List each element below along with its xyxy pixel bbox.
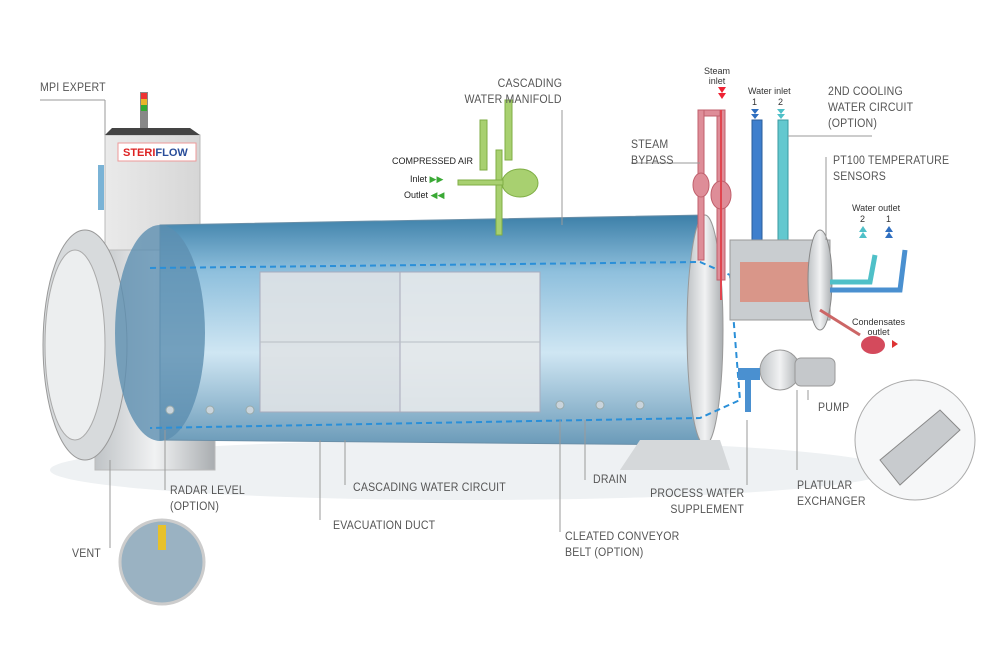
- label-cooling-3: (OPTION): [828, 118, 878, 130]
- label-evacuation-duct: EVACUATION DUCT: [333, 520, 436, 532]
- label-pump: PUMP: [818, 402, 850, 414]
- pump: [738, 349, 836, 412]
- steam-inlet-line1: Steam: [704, 66, 731, 76]
- condensates-line2: outlet: [867, 327, 890, 337]
- air-inlet-text: Inlet: [410, 174, 428, 184]
- steam-inlet-line2: inlet: [708, 76, 726, 86]
- label-process-2: SUPPLEMENT: [670, 504, 744, 516]
- support-leg: [620, 440, 730, 470]
- leader-lines: [40, 99, 872, 548]
- label-bypass-2: BYPASS: [631, 155, 674, 167]
- inlet-arrow-icon: ▶▶: [429, 174, 444, 184]
- label-manifold-2: WATER MANIFOLD: [464, 94, 562, 106]
- label-pt100-2: SENSORS: [833, 171, 887, 183]
- water-inlet-2-pipe: [777, 119, 789, 256]
- label-mpi-expert: MPI EXPERT: [40, 82, 106, 94]
- label-cascading-circuit: CASCADING WATER CIRCUIT: [353, 482, 506, 494]
- label-water-outlet-1: 1: [886, 214, 892, 224]
- water-inlet-1-pipe: [751, 119, 763, 256]
- cascading-water-flow: [149, 260, 742, 429]
- label-process-1: PROCESS WATER: [649, 488, 744, 500]
- label-drain: DRAIN: [593, 474, 627, 486]
- label-manifold-1: CASCADING: [497, 78, 562, 90]
- condensates-line1: Condensates: [852, 317, 906, 327]
- label-platular-1: PLATULAR: [797, 480, 853, 492]
- condensate-trap: [861, 336, 885, 354]
- label-platular-2: EXCHANGER: [797, 496, 866, 508]
- label-cooling-2: WATER CIRCUIT: [828, 102, 914, 114]
- label-radar-2: (OPTION): [170, 501, 220, 513]
- label-radar-1: RADAR LEVEL: [170, 485, 245, 497]
- label-compressed-air: COMPRESSED AIR: [392, 156, 474, 166]
- label-water-inlet-1: 1: [752, 97, 758, 107]
- compressed-air-manifold: [457, 99, 539, 236]
- air-outlet-text: Outlet: [404, 190, 429, 200]
- radar-level-inset: [118, 518, 206, 606]
- outlet-arrow-icon: ◀◀: [430, 190, 445, 200]
- label-water-inlet-2: 2: [778, 97, 784, 107]
- label-air-inlet: Inlet ▶▶: [410, 174, 443, 185]
- steriflow-logo: STERIFLOW: [123, 147, 188, 159]
- label-pt100-1: PT100 TEMPERATURE: [833, 155, 950, 167]
- label-vent: VENT: [72, 548, 101, 560]
- label-air-outlet: Outlet ◀◀: [404, 190, 444, 201]
- label-cleated-2: BELT (OPTION): [565, 547, 644, 559]
- label-bypass-1: STEAM: [631, 139, 669, 151]
- label-water-inlet: Water inlet: [748, 86, 791, 96]
- label-water-outlet: Water outlet: [852, 203, 901, 213]
- label-water-outlet-2: 2: [860, 214, 866, 224]
- label-cleated-1: CLEATED CONVEYOR: [565, 531, 680, 543]
- label-cooling-1: 2ND COOLING: [828, 86, 903, 98]
